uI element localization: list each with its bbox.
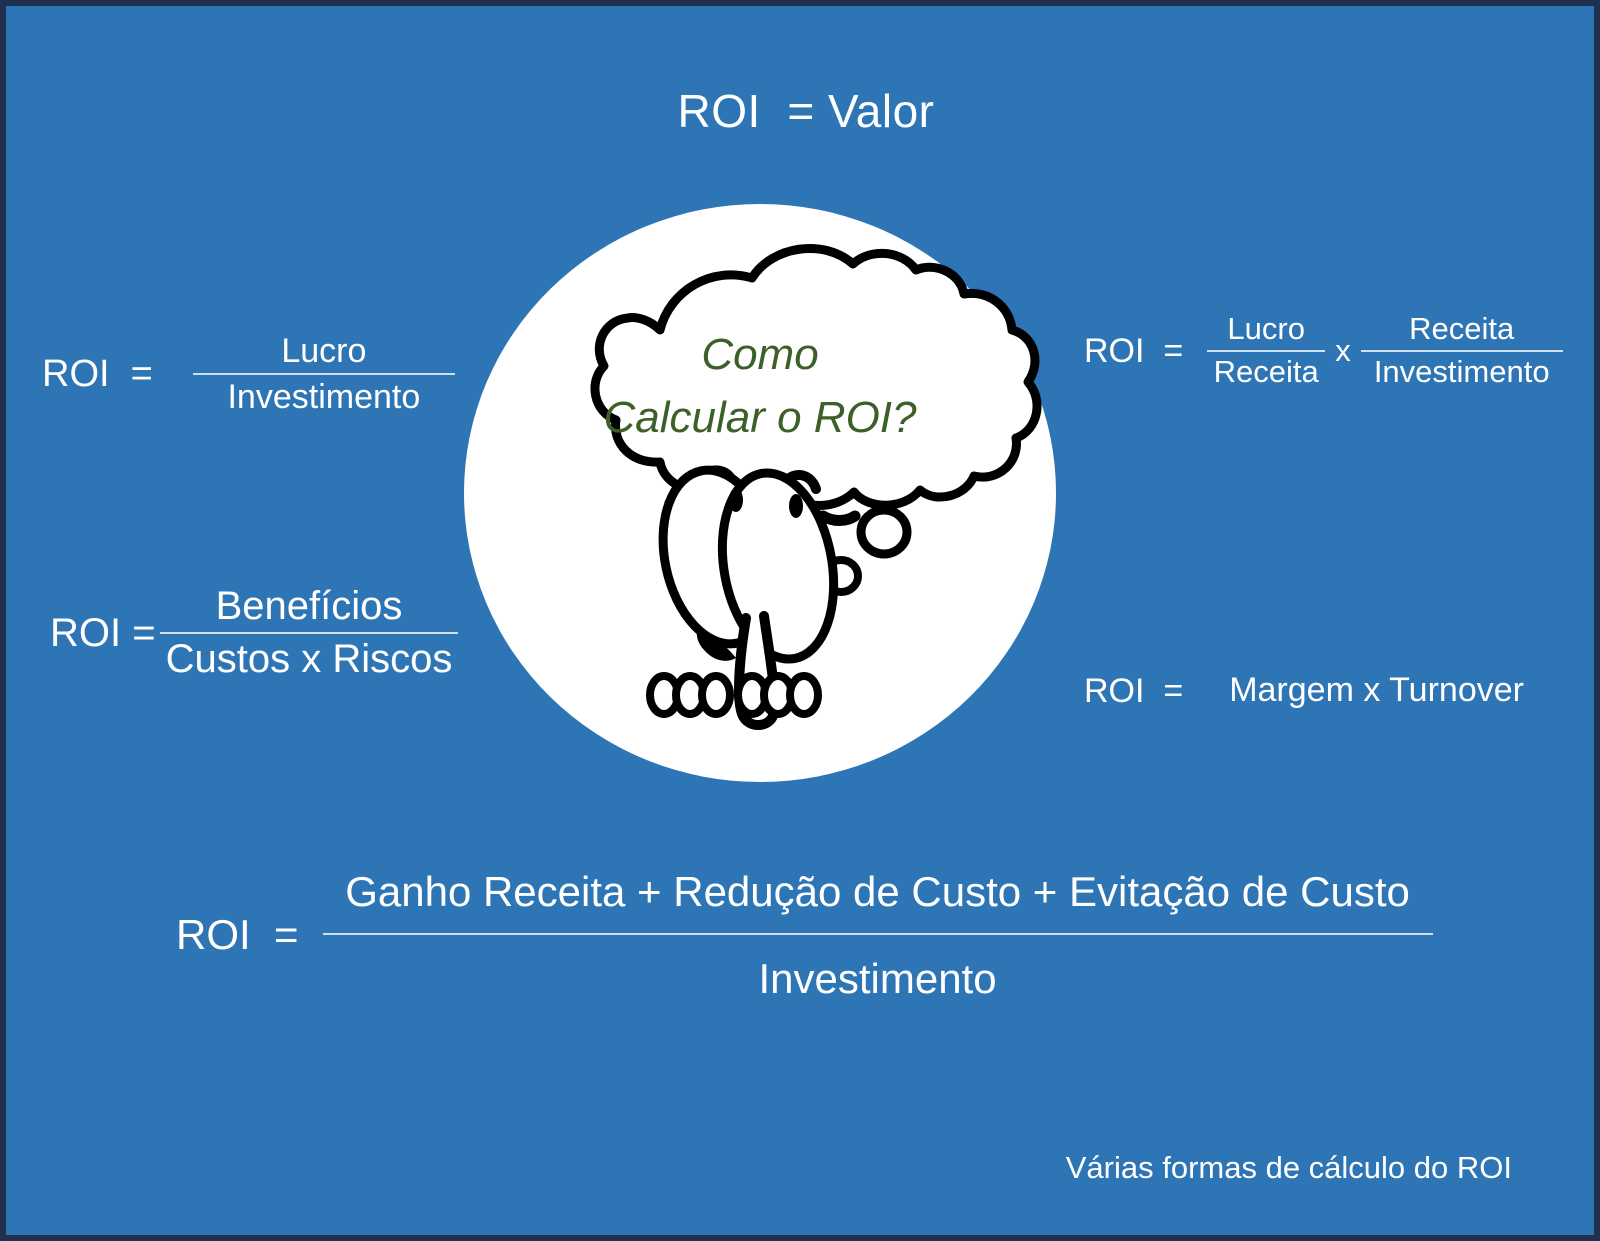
formula-lucro-investimento: ROI = Lucro Investimento: [42, 332, 455, 416]
fraction-denominator: Custos x Riscos: [165, 636, 453, 681]
formula-margem-turnover: ROI = Margem x Turnover: [1084, 671, 1524, 710]
formula-ganho-receita: ROI = Ganho Receita + Redução de Custo +…: [176, 868, 1433, 1002]
fraction-denominator: Investimento: [227, 378, 421, 417]
pupil-left: [729, 488, 743, 512]
fraction-ganho-receita: Ganho Receita + Redução de Custo + Evita…: [322, 868, 1433, 1003]
formula-beneficios-custos-lhs: ROI =: [50, 610, 156, 655]
fraction-denominator: Investimento: [758, 955, 997, 1003]
mouth-icon: [696, 631, 736, 661]
formula-lucro-receita-turnover: ROI = Lucro Receita x Receita Investimen…: [1084, 311, 1563, 389]
formula-margem-turnover-rhs: Margem x Turnover: [1229, 671, 1524, 709]
fraction-numerator: Receita: [1409, 311, 1515, 346]
fraction-receita-investimento: Receita Investimento: [1360, 311, 1563, 389]
fraction-lucro-investimento: Lucro Investimento: [192, 332, 455, 417]
formula-margem-turnover-lhs: ROI =: [1084, 671, 1184, 710]
multiplication-operator: x: [1335, 333, 1351, 369]
fraction-bar: [1207, 349, 1326, 352]
fraction-beneficios-custos: Benefícios Custos x Riscos: [159, 584, 459, 682]
fraction-denominator: Receita: [1213, 353, 1319, 389]
fraction-bar: [322, 933, 1433, 936]
page-title: ROI = Valor: [677, 85, 935, 137]
formula-ganho-receita-lhs: ROI =: [176, 911, 299, 959]
cheek-right-stroke: [817, 510, 861, 526]
fraction-numerator: Benefícios: [215, 584, 403, 628]
thought-bubble-small-1: [856, 505, 912, 559]
fraction-numerator: Lucro: [281, 332, 367, 370]
pupil-right: [789, 494, 803, 518]
slide-caption: Várias formas de cálculo do ROI: [1065, 1150, 1512, 1185]
fraction-numerator: Lucro: [1227, 311, 1305, 346]
fraction-bar: [159, 631, 459, 634]
formula-lucro-investimento-lhs: ROI =: [42, 353, 153, 396]
bubble-text-line-1: Como: [701, 330, 818, 379]
thinking-cartoon-illustration: Como Calcular o ROI?: [464, 204, 1056, 782]
fraction-numerator: Ganho Receita + Redução de Custo + Evita…: [345, 868, 1410, 915]
formula-lucro-receita-lhs: ROI =: [1084, 331, 1184, 370]
eye-right-icon: [717, 468, 839, 664]
fraction-bar: [192, 373, 455, 376]
teeth-group-left: [646, 672, 734, 718]
bubble-text-line-2: Calcular o ROI?: [603, 393, 917, 442]
fraction-bar: [1360, 349, 1563, 352]
formula-beneficios-custos: ROI = Benefícios Custos x Riscos: [50, 584, 459, 682]
teeth-group-right: [734, 672, 822, 718]
fraction-denominator: Investimento: [1373, 353, 1550, 389]
fraction-lucro-receita: Lucro Receita: [1207, 311, 1326, 389]
thought-bubble-icon: [590, 243, 1042, 510]
